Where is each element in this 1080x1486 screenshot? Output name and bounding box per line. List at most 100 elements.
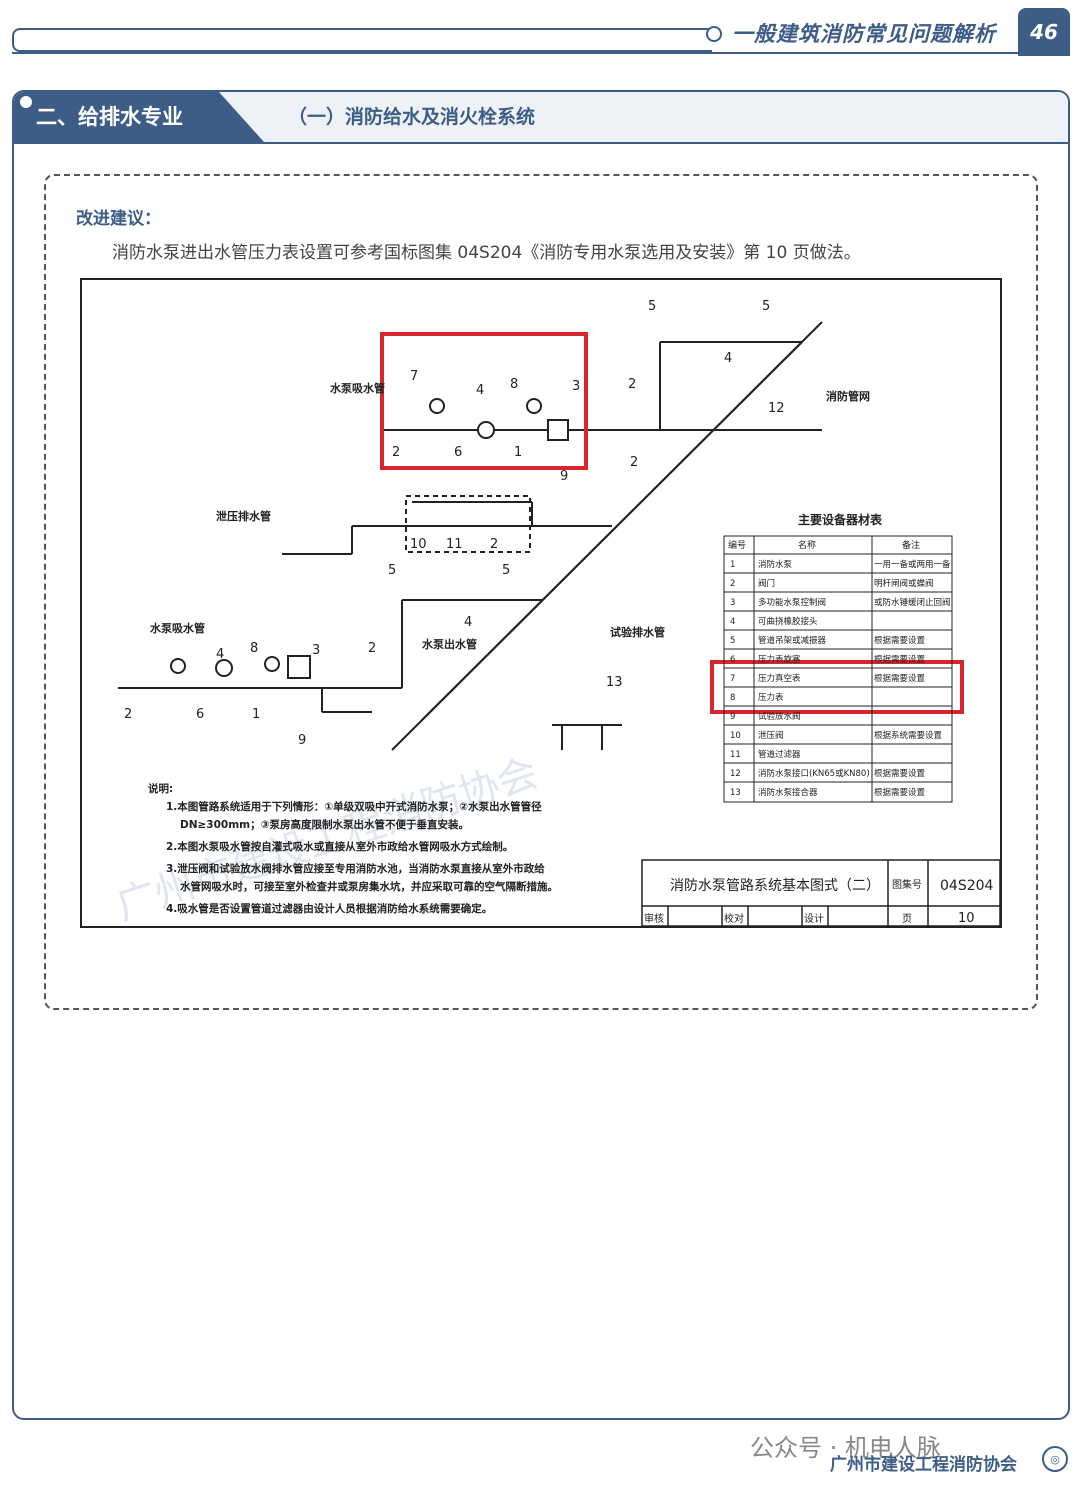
page-number: 46 bbox=[1018, 8, 1070, 56]
title-block-atlas-label: 图集号 bbox=[892, 878, 922, 891]
num-11: 11 bbox=[446, 537, 463, 552]
highlight-table-rows bbox=[710, 660, 964, 714]
num-3: 3 bbox=[572, 379, 580, 394]
table-cell: 根据需要设置 bbox=[874, 673, 926, 684]
label-test-drain: 试验排水管 bbox=[610, 625, 665, 639]
num-4b: 4 bbox=[724, 351, 732, 366]
note-line-4: 3.泄压阀和试验放水阀排水管应接至专用消防水池，当消防水泵直接从室外市政给 bbox=[166, 862, 545, 875]
table-cell: 13 bbox=[730, 788, 741, 798]
bottom-pump-icon bbox=[215, 659, 233, 677]
table-cell: 压力表 bbox=[758, 692, 784, 703]
table-cell: 根据需要设置 bbox=[874, 654, 926, 665]
drawing-svg: 水泵吸水管 消防管网 泄压排水管 水泵吸水管 水泵出水管 试验排水管 7 4 8… bbox=[111, 299, 1001, 930]
title-block-check: 校对 bbox=[724, 912, 744, 925]
advice-box bbox=[44, 174, 1038, 1010]
table-cell: 2 bbox=[730, 579, 735, 589]
num-2b: 2 bbox=[392, 445, 400, 460]
title-block-atlas-no: 04S204 bbox=[940, 878, 994, 894]
note-line-5: 水管网吸水时，可接至室外检查井或泵房集水坑，并应采取可靠的空气隔断措施。 bbox=[179, 880, 558, 893]
num-6b: 6 bbox=[196, 707, 204, 722]
table-cell: 1 bbox=[730, 560, 735, 570]
highlight-top-pump bbox=[380, 332, 588, 470]
footer-wechat-account: 公众号 · 机电人脉 bbox=[750, 1434, 941, 1462]
association-logo-icon: ◎ bbox=[1042, 1446, 1068, 1472]
top-pump-icon bbox=[477, 421, 495, 439]
table-title: 主要设备器材表 bbox=[798, 512, 883, 527]
table-cell: 消防水泵接口(KN65或KN80) bbox=[758, 768, 870, 779]
header-title: 一般建筑消防常见问题解析 bbox=[732, 22, 996, 46]
num-2e: 2 bbox=[368, 641, 376, 656]
table-cell: 根据需要设置 bbox=[874, 768, 926, 779]
title-block-design: 设计 bbox=[804, 912, 824, 925]
bottom-gauge-icon bbox=[170, 658, 186, 674]
note-line-6: 4.吸水管是否设置管道过滤器由设计人员根据消防给水系统需要确定。 bbox=[166, 902, 492, 915]
num-2d: 2 bbox=[490, 537, 498, 552]
num-2c: 2 bbox=[630, 455, 638, 470]
table-cell: 根据需要设置 bbox=[874, 635, 926, 646]
notes-title: 说明: bbox=[148, 782, 173, 795]
table-cell: 根据需要设置 bbox=[874, 787, 926, 798]
content-frame bbox=[12, 90, 1070, 1420]
label-pressure-relief: 泄压排水管 bbox=[216, 509, 271, 523]
num-6: 6 bbox=[454, 445, 462, 460]
title-block-page-label: 页 bbox=[902, 913, 912, 925]
table-cell: 阀门 bbox=[758, 578, 775, 589]
table-header-name: 名称 bbox=[798, 539, 816, 551]
bottom-gauge-8-icon bbox=[264, 656, 280, 672]
num-8b: 8 bbox=[250, 641, 258, 656]
header-frame-line bbox=[12, 28, 712, 52]
label-pump-outlet: 水泵出水管 bbox=[422, 637, 477, 651]
footer-association: 广州市建设工程消防协会 bbox=[830, 1455, 1017, 1475]
num-13: 13 bbox=[606, 675, 623, 690]
num-12: 12 bbox=[768, 401, 785, 416]
table-cell: 消防水泵 bbox=[758, 559, 793, 570]
table-cell: 可曲挠橡胶接头 bbox=[758, 616, 818, 627]
num-10: 10 bbox=[410, 537, 427, 552]
num-1: 1 bbox=[514, 445, 522, 460]
num-5: 5 bbox=[648, 299, 656, 314]
num-7: 7 bbox=[410, 369, 418, 384]
title-block-page-no: 10 bbox=[958, 911, 975, 926]
bottom-control-valve-icon bbox=[287, 655, 311, 679]
table-cell: 泄压阀 bbox=[758, 730, 784, 741]
table-cell: 6 bbox=[730, 655, 735, 665]
table-cell: 8 bbox=[730, 693, 735, 703]
pump-piping-drawing: 水泵吸水管 消防管网 泄压排水管 水泵吸水管 水泵出水管 试验排水管 7 4 8… bbox=[80, 278, 1002, 930]
num-4d: 4 bbox=[464, 615, 472, 630]
num-4c: 4 bbox=[216, 647, 224, 662]
section-dot-icon bbox=[20, 96, 32, 108]
note-line-2: DN≥300mm；③泵房高度限制水泵出水管不便于垂直安装。 bbox=[180, 818, 469, 831]
num-5b: 5 bbox=[762, 299, 770, 314]
table-cell: 3 bbox=[730, 598, 735, 608]
table-cell: 12 bbox=[730, 769, 741, 779]
num-2: 2 bbox=[628, 377, 636, 392]
table-cell: 多功能水泵控制阀 bbox=[758, 597, 826, 608]
table-cell: 压力表旋塞 bbox=[758, 654, 801, 665]
advice-title: 改进建议： bbox=[76, 209, 161, 229]
num-9b: 9 bbox=[298, 733, 306, 748]
section-tab bbox=[14, 92, 264, 142]
advice-body: 消防水泵进出水管压力表设置可参考国标图集 04S204《消防专用水泵选用及安装》… bbox=[112, 243, 861, 263]
note-line-3: 2.本图水泵吸水管按自灌式吸水或直接从室外市政给水管网吸水方式绘制。 bbox=[166, 840, 513, 853]
num-8: 8 bbox=[510, 377, 518, 392]
table-cell: 5 bbox=[730, 636, 735, 646]
num-2f: 2 bbox=[124, 707, 132, 722]
table-cell: 明杆闸阀或蝶阀 bbox=[874, 578, 934, 589]
table-header-no: 编号 bbox=[728, 539, 746, 551]
table-cell: 试验放水阀 bbox=[758, 711, 801, 722]
note-line-1: 1.本图管路系统适用于下列情形：①单级双吸中开式消防水泵；②水泵出水管管径 bbox=[166, 800, 542, 813]
table-cell: 一用一备或两用一备 bbox=[874, 559, 951, 570]
drawing-watermark: 广州市建设工程消防协会 bbox=[111, 750, 544, 926]
table-cell: 9 bbox=[730, 712, 735, 722]
table-cell: 管道吊架或减振器 bbox=[758, 635, 827, 646]
header-circle-icon bbox=[706, 26, 722, 42]
table-cell: 11 bbox=[730, 750, 741, 760]
table-cell: 10 bbox=[730, 731, 741, 741]
num-4: 4 bbox=[476, 383, 484, 398]
num-3b: 3 bbox=[312, 643, 320, 658]
table-cell: 或防水锤缓闭止回阀 bbox=[874, 597, 951, 608]
label-suction-top: 水泵吸水管 bbox=[330, 381, 385, 395]
num-5c: 5 bbox=[388, 563, 396, 578]
table-header-note: 备注 bbox=[902, 539, 920, 551]
title-block-title: 消防水泵管路系统基本图式（二） bbox=[670, 877, 880, 894]
